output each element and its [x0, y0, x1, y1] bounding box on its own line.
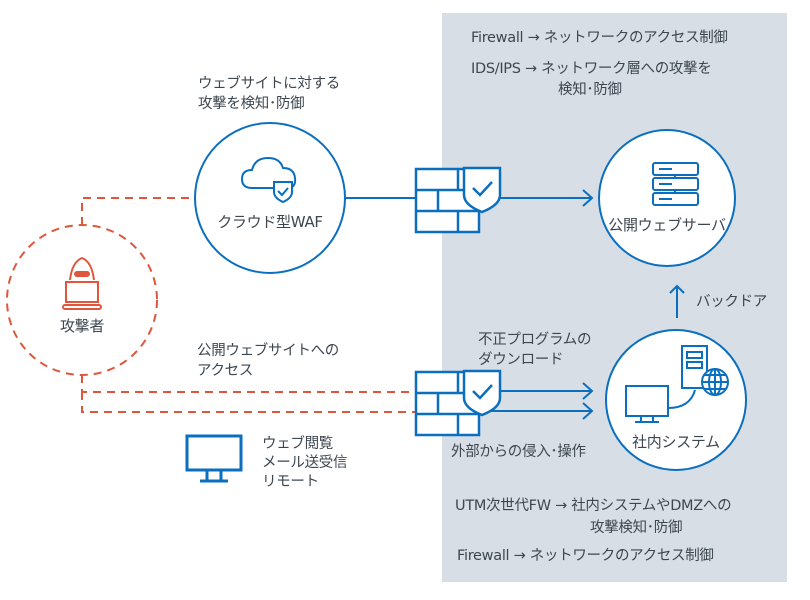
internal-circle: [605, 329, 747, 471]
hooded-hacker-icon: [62, 256, 102, 310]
attack-path-waf: [81, 197, 196, 225]
malware-download-line1: 不正プログラムの: [478, 332, 592, 348]
user-activity-line2: メール送受信: [262, 455, 348, 471]
backdoor-label: バックドア: [696, 294, 767, 310]
waf-desc-line1: ウェブサイトに対する: [198, 76, 340, 92]
firewall-shield-icon-bottom: [414, 369, 502, 437]
malware-download-line2: ダウンロード: [478, 352, 564, 368]
computer-server-globe-icon: [625, 345, 729, 423]
bottom-utm-note-line2: 攻撃検知･防御: [590, 520, 683, 536]
monitor-icon: [185, 434, 243, 483]
attacker-circle: [6, 224, 158, 376]
server-rack-icon: [652, 162, 699, 206]
internal-system-label: 社内システム: [632, 433, 720, 451]
waf-circle: [194, 122, 346, 274]
user-activity-line3: リモート: [262, 474, 319, 490]
cloud-shield-icon: [240, 156, 297, 204]
user-activity-line1: ウェブ閲覧: [262, 436, 333, 452]
server-label: 公開ウェブサーバ: [608, 216, 726, 234]
waf-label: クラウド型WAF: [217, 213, 323, 231]
waf-desc-line2: 攻撃を検知･防御: [198, 96, 305, 112]
top-ids-note-line1: IDS/IPS → ネットワーク層への攻撃を: [471, 61, 712, 77]
top-ids-note-line2: 検知･防御: [558, 82, 622, 98]
firewall-shield-icon-top: [414, 166, 502, 234]
top-firewall-note: Firewall → ネットワークのアクセス制御: [471, 30, 728, 46]
intrusion-label: 外部からの侵入･操作: [451, 444, 586, 460]
attacker-label: 攻撃者: [59, 317, 105, 335]
bottom-utm-note-line1: UTM次世代FW → 社内システムやDMZへの: [455, 498, 732, 514]
public-access-line2: アクセス: [197, 363, 254, 379]
public-access-line1: 公開ウェブサイトへの: [197, 343, 339, 359]
attack-path-lower: [81, 392, 416, 413]
protected-zone-panel: [442, 13, 787, 582]
bottom-firewall-note: Firewall → ネットワークのアクセス制御: [457, 548, 714, 564]
